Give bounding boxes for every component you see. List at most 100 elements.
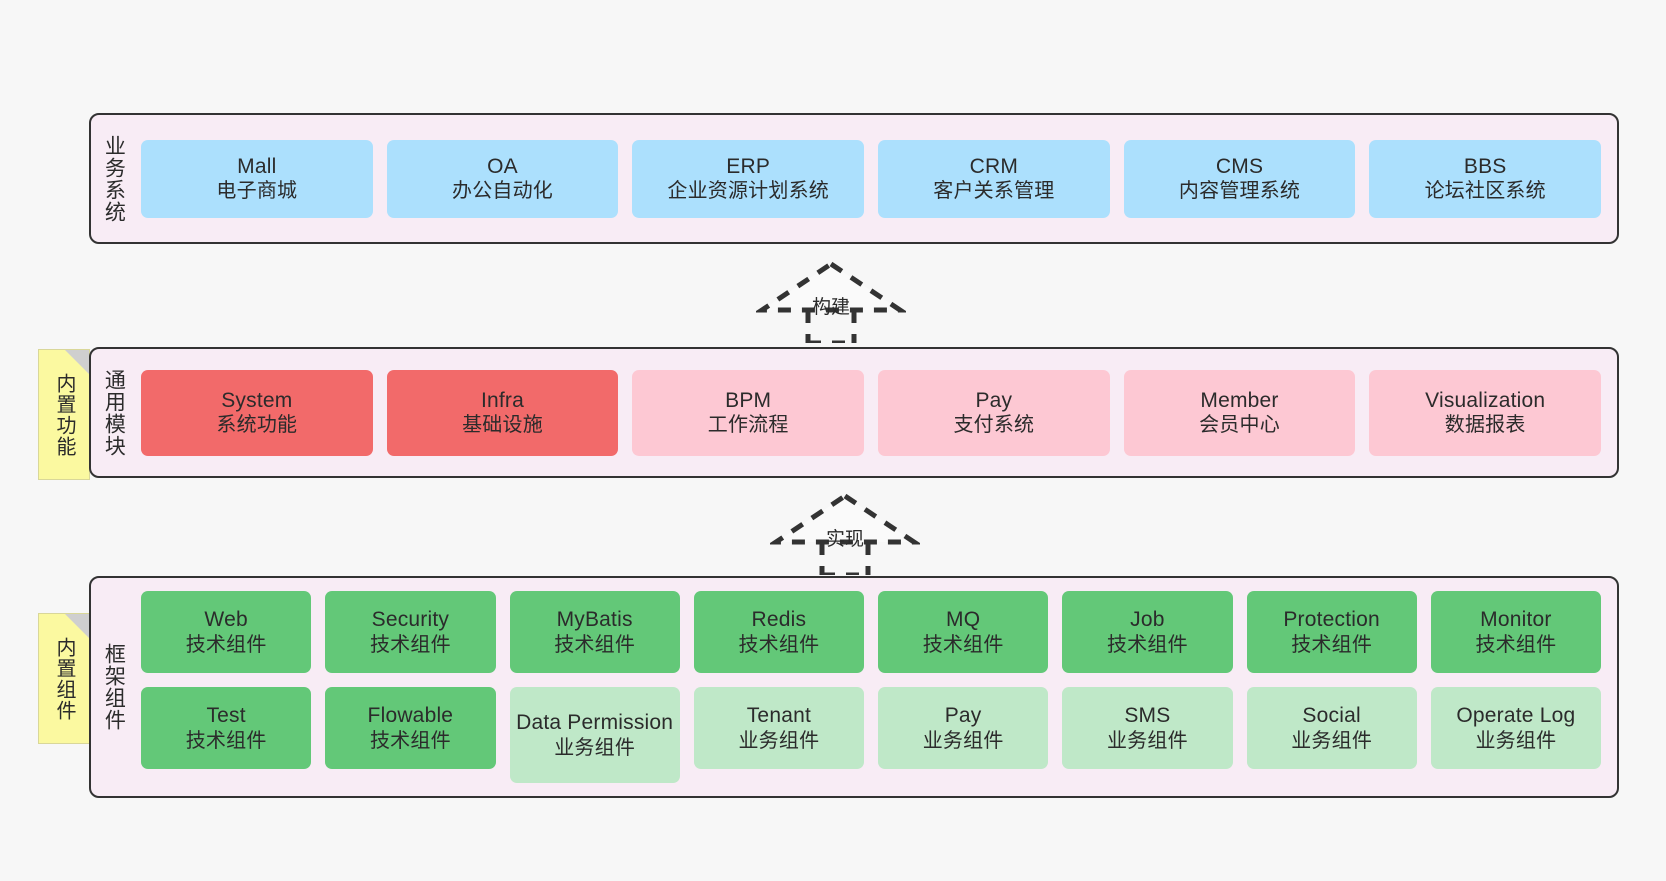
node-data-permission[interactable]: Data Permission 业务组件: [509, 687, 680, 783]
layer-body-business-systems: Mall 电子商城 OA 办公自动化 ERP 企业资源计划系统 CRM 客户关系…: [135, 115, 1617, 242]
node-oa[interactable]: OA 办公自动化: [386, 139, 619, 218]
node-desc: 会员中心: [1199, 414, 1280, 437]
node-title: Web: [204, 608, 248, 631]
node-title: Pay: [944, 704, 982, 727]
node-crm[interactable]: CRM 客户关系管理: [878, 139, 1110, 218]
node-desc: 客户关系管理: [933, 180, 1055, 203]
node-desc: 论坛社区系统: [1424, 180, 1546, 203]
node-erp[interactable]: ERP 企业资源计划系统: [632, 139, 865, 218]
node-title: BBS: [1463, 154, 1507, 178]
node-protection[interactable]: Protection 技术组件: [1246, 591, 1417, 673]
node-sms[interactable]: SMS 业务组件: [1062, 687, 1233, 769]
layer-title-framework-components: 框架组件: [102, 643, 126, 731]
node-desc: 支付系统: [953, 414, 1035, 437]
node-bpm[interactable]: BPM 工作流程: [632, 369, 865, 456]
node-desc: 业务组件: [1475, 729, 1557, 752]
node-desc: 技术组件: [185, 633, 267, 656]
node-title: Member: [1200, 388, 1279, 412]
node-desc: 技术组件: [738, 633, 820, 656]
node-title: Pay: [975, 388, 1013, 412]
note-fold-corner-icon: [65, 614, 89, 638]
node-desc: 技术组件: [1475, 633, 1557, 656]
node-tenant[interactable]: Tenant 业务组件: [693, 687, 864, 769]
node-title: Social: [1302, 704, 1361, 727]
connector-build: [753, 258, 909, 346]
node-title: Test: [206, 704, 246, 727]
node-desc: 企业资源计划系统: [667, 180, 829, 203]
node-desc: 技术组件: [1106, 633, 1188, 656]
node-desc: 系统功能: [216, 414, 298, 437]
node-desc: 业务组件: [1291, 729, 1373, 752]
node-title: BPM: [725, 388, 772, 412]
note-builtin-components: 内置组件: [38, 613, 90, 744]
note-builtin-features: 内置功能: [38, 349, 90, 480]
note-label: 内置组件: [53, 636, 75, 721]
node-title: Operate Log: [1456, 704, 1576, 727]
node-title: Protection: [1283, 608, 1380, 631]
node-title: System: [221, 388, 293, 412]
node-desc: 技术组件: [1291, 633, 1373, 656]
node-title: Job: [1130, 608, 1165, 631]
node-desc: 技术组件: [922, 633, 1004, 656]
node-mall[interactable]: Mall 电子商城: [141, 139, 373, 218]
node-title: MQ: [946, 608, 981, 631]
node-visualization[interactable]: Visualization 数据报表: [1369, 369, 1602, 456]
node-title: Monitor: [1480, 608, 1552, 631]
note-fold-corner-icon: [65, 350, 89, 374]
layer-body-common-modules: System 系统功能 Infra 基础设施 BPM 工作流程 Pay 支付系统…: [135, 349, 1617, 476]
node-security[interactable]: Security 技术组件: [325, 591, 496, 673]
layer-title-business-systems: 业务系统: [102, 134, 126, 223]
node-desc: 电子商城: [216, 180, 298, 203]
node-desc: 业务组件: [738, 729, 820, 752]
node-job[interactable]: Job 技术组件: [1062, 591, 1233, 673]
framework-row-technical: Web 技术组件 Security 技术组件 MyBatis 技术组件 Redi…: [141, 591, 1601, 673]
node-desc: 内容管理系统: [1178, 180, 1301, 203]
node-member[interactable]: Member 会员中心: [1123, 369, 1356, 456]
layer-title-common-modules: 通用模块: [102, 368, 126, 457]
layer-body-framework-components: Web 技术组件 Security 技术组件 MyBatis 技术组件 Redi…: [135, 578, 1617, 796]
layer-common-modules: 通用模块 System 系统功能 Infra 基础设施 BPM 工作流程 Pay…: [89, 347, 1619, 478]
node-title: Flowable: [367, 704, 454, 727]
node-desc: 技术组件: [185, 729, 267, 752]
node-title: ERP: [726, 154, 771, 178]
note-label: 内置功能: [53, 372, 75, 457]
node-title: Redis: [751, 608, 807, 631]
node-title: Tenant: [746, 704, 811, 727]
node-desc: 业务组件: [554, 736, 636, 759]
layer-business-systems: 业务系统 Mall 电子商城 OA 办公自动化 ERP 企业资源计划系统 CRM…: [89, 113, 1619, 244]
node-mybatis[interactable]: MyBatis 技术组件: [509, 591, 680, 673]
node-flowable[interactable]: Flowable 技术组件: [325, 687, 496, 769]
node-desc: 业务组件: [922, 729, 1004, 752]
node-desc: 办公自动化: [452, 180, 553, 203]
node-social[interactable]: Social 业务组件: [1246, 687, 1417, 769]
layer-framework-components: 框架组件 Web 技术组件 Security 技术组件 MyBatis 技术组件…: [89, 576, 1619, 798]
node-title: Mall: [237, 154, 277, 178]
node-title: CRM: [969, 154, 1019, 178]
node-title: MyBatis: [556, 608, 633, 631]
connector-build-label: 构建: [812, 297, 851, 318]
node-bbs[interactable]: BBS 论坛社区系统: [1369, 139, 1602, 218]
node-operate-log[interactable]: Operate Log 业务组件: [1430, 687, 1601, 769]
node-desc: 工作流程: [707, 414, 789, 437]
node-desc: 技术组件: [554, 633, 636, 656]
node-redis[interactable]: Redis 技术组件: [693, 591, 864, 673]
connector-implement-label: 实现: [826, 529, 865, 550]
node-desc: 技术组件: [369, 633, 451, 656]
node-desc: 业务组件: [1106, 729, 1188, 752]
node-mq[interactable]: MQ 技术组件: [878, 591, 1049, 673]
node-title: Visualization: [1425, 388, 1546, 412]
node-title: Infra: [480, 388, 525, 412]
node-infra[interactable]: Infra 基础设施: [386, 369, 619, 456]
node-system[interactable]: System 系统功能: [141, 369, 373, 456]
node-web[interactable]: Web 技术组件: [141, 591, 312, 673]
node-monitor[interactable]: Monitor 技术组件: [1430, 591, 1601, 673]
node-pay-module[interactable]: Pay 支付系统: [878, 369, 1110, 456]
node-pay-component[interactable]: Pay 业务组件: [878, 687, 1049, 769]
node-title: Data Permission: [516, 711, 674, 734]
node-title: OA: [487, 154, 518, 178]
framework-row-business: Test 技术组件 Flowable 技术组件 Data Permission …: [141, 687, 1601, 783]
node-test[interactable]: Test 技术组件: [141, 687, 312, 769]
node-cms[interactable]: CMS 内容管理系统: [1123, 139, 1356, 218]
node-desc: 基础设施: [462, 414, 543, 437]
